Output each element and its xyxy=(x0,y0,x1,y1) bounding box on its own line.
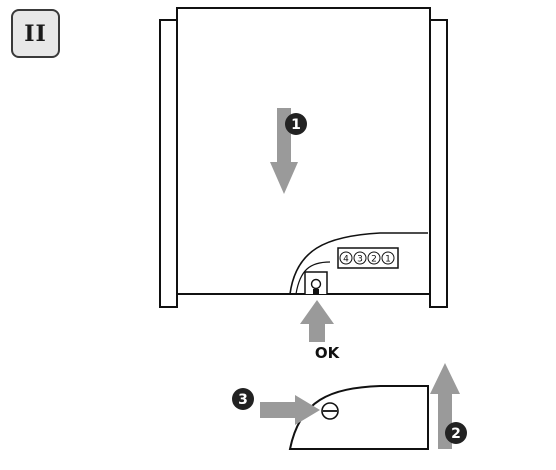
terminal-label: 1 xyxy=(385,255,391,265)
callout-2-label: 2 xyxy=(451,426,461,442)
right-bracket xyxy=(429,19,448,308)
callout-1: 1 xyxy=(285,113,307,135)
arrow-up-ok xyxy=(300,300,334,342)
callout-3-label: 3 xyxy=(238,392,248,408)
left-bracket xyxy=(159,19,178,308)
arrow-up-right xyxy=(430,363,460,449)
latch-tab xyxy=(313,289,319,295)
terminal-circle xyxy=(367,251,381,265)
terminal-circle xyxy=(339,251,353,265)
terminal-label: 2 xyxy=(371,255,377,265)
compartment-line xyxy=(295,261,331,295)
callout-1-label: 1 xyxy=(291,117,301,133)
ok-label: OK xyxy=(315,344,341,362)
lower-cover xyxy=(288,385,429,450)
step-badge: II xyxy=(11,9,60,58)
terminal-compartment xyxy=(289,232,428,295)
latch-screw xyxy=(310,278,322,290)
terminal-label: 3 xyxy=(357,255,363,265)
terminal-circle xyxy=(353,251,367,265)
arrow-right xyxy=(260,395,320,425)
callout-2: 2 xyxy=(445,422,467,444)
terminal-label: 4 xyxy=(343,255,349,265)
callout-3: 3 xyxy=(232,388,254,410)
terminal-list: 4 3 2 1 xyxy=(339,251,395,265)
terminal-circle xyxy=(381,251,395,265)
device-housing xyxy=(176,7,431,295)
